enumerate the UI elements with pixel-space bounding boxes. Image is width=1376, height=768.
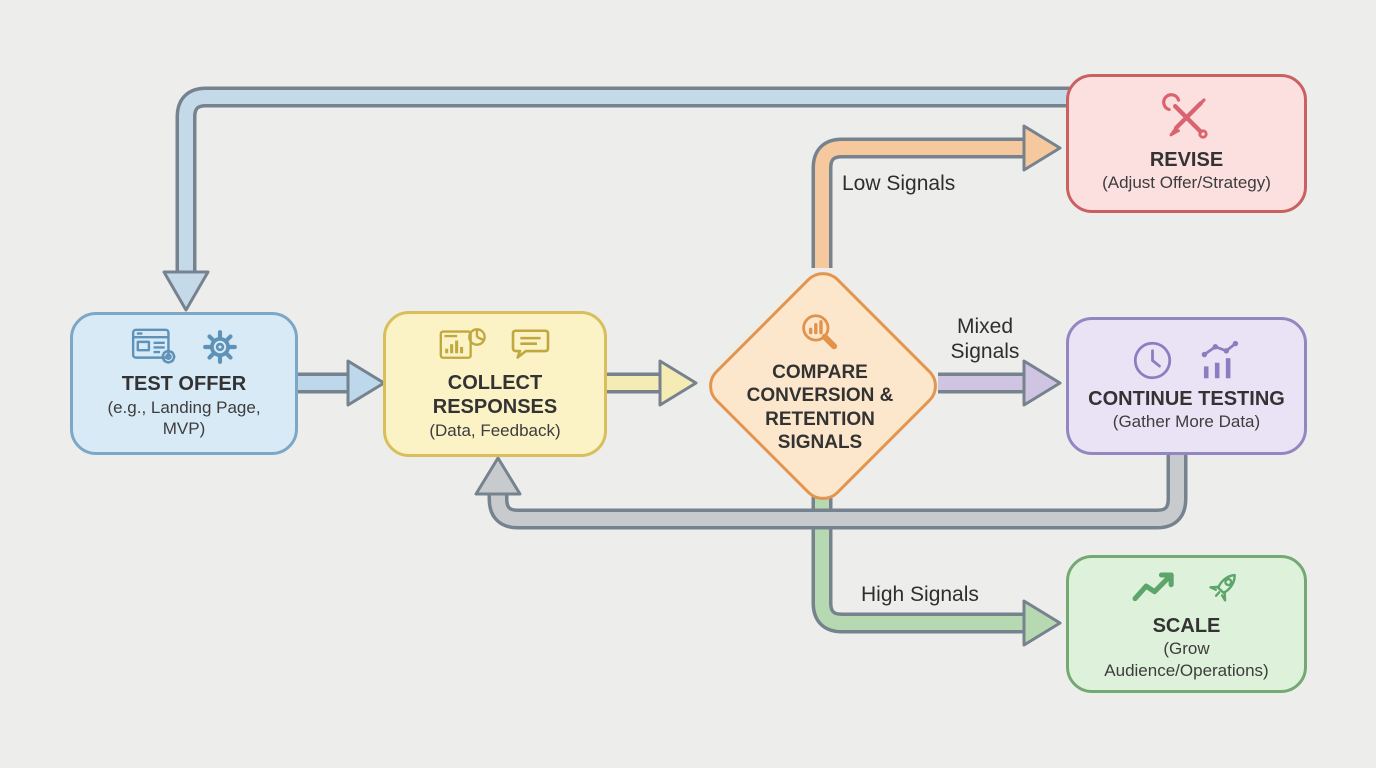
compare-icons xyxy=(798,312,843,357)
arrow-compare-to-continue xyxy=(938,359,1062,407)
growth-arrow-icon xyxy=(1130,569,1179,606)
speech-bubble-icon xyxy=(510,328,551,363)
magnifier-chart-icon xyxy=(798,312,843,357)
browser-gear-icon xyxy=(131,327,178,366)
node-subtitle: (Gather More Data) xyxy=(1112,412,1261,432)
arrow-revise-to-test xyxy=(162,86,1080,312)
arrow-compare-to-revise xyxy=(811,124,1062,268)
node-collect-responses: COLLECT RESPONSES (Data, Feedback) xyxy=(383,311,607,457)
edge-label-high-signals: High Signals xyxy=(861,583,979,606)
bar-chart-pie-icon xyxy=(439,327,486,365)
clock-icon xyxy=(1132,340,1173,381)
rocket-icon xyxy=(1203,567,1244,608)
edge-label-mixed-signals: Mixed Signals xyxy=(950,315,1020,363)
continue-icons xyxy=(1132,339,1241,381)
node-title: CONTINUE TESTING xyxy=(1088,388,1285,411)
node-subtitle: (Grow Audience/Operations) xyxy=(1104,639,1269,680)
edge-label-low-signals: Low Signals xyxy=(842,172,956,195)
line-chart-icon xyxy=(1197,339,1241,381)
node-title: SCALE xyxy=(1152,614,1221,637)
node-test-offer: TEST OFFER (e.g., Landing Page, MVP) xyxy=(70,312,298,455)
arrow-compare-to-scale xyxy=(811,497,1062,647)
node-subtitle: (Adjust Offer/Strategy) xyxy=(1102,173,1271,193)
node-continue-testing: CONTINUE TESTING (Gather More Data) xyxy=(1066,317,1307,455)
scale-icons xyxy=(1130,567,1244,608)
collect-icons xyxy=(439,327,551,365)
node-compare-signals: COMPARE CONVERSION & RETENTION SIGNALS xyxy=(699,262,947,510)
arrow-continue-to-collect xyxy=(474,450,1188,530)
node-subtitle: (e.g., Landing Page, MVP) xyxy=(107,397,261,439)
wrench-pencil-icon xyxy=(1162,93,1211,142)
revise-icons xyxy=(1162,93,1211,142)
gear-icon xyxy=(202,329,238,365)
node-subtitle: (Data, Feedback) xyxy=(429,420,561,440)
node-scale: SCALE (Grow Audience/Operations) xyxy=(1066,555,1307,693)
node-title: COLLECT RESPONSES xyxy=(432,371,558,419)
test-offer-icons xyxy=(131,327,238,366)
node-title: REVISE xyxy=(1149,149,1224,172)
arrow-collect-to-compare xyxy=(600,359,698,407)
node-title: COMPARE CONVERSION & RETENTION SIGNALS xyxy=(746,362,894,453)
arrow-test-to-collect xyxy=(292,359,386,407)
node-revise: REVISE (Adjust Offer/Strategy) xyxy=(1066,74,1307,213)
node-title: TEST OFFER xyxy=(121,373,247,396)
